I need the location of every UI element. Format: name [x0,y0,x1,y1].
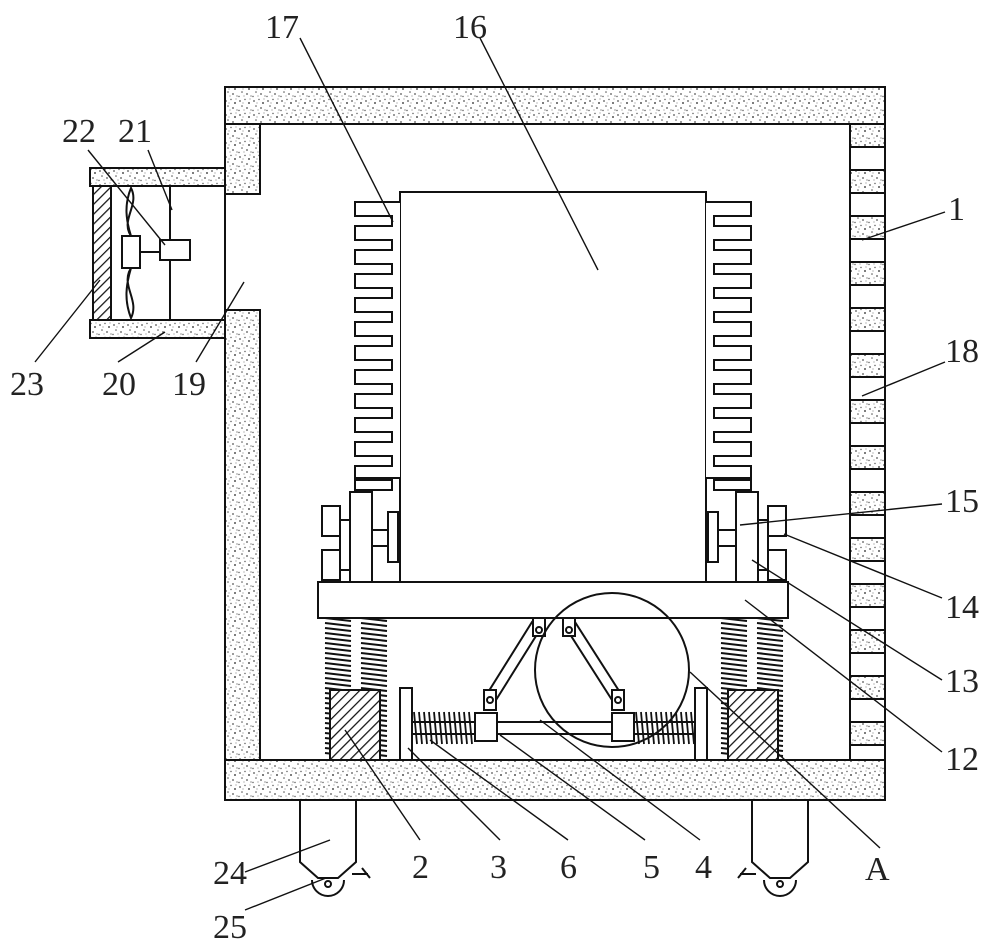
left-slider [474,712,498,742]
label-17: 17 [265,9,299,46]
right-stop-block [694,687,708,761]
label-4: 4 [695,849,712,886]
right-wall-vent-slots [849,123,886,761]
wall-segment [849,169,886,194]
left-spring-sleeve [329,689,381,761]
right-heat-sink [706,201,752,491]
left-heat-sink [354,201,400,491]
left-foot [299,799,371,897]
wall-segment [849,514,886,539]
label-20: 20 [102,366,136,403]
wall-segment [849,353,886,378]
heat-sink-fins [354,201,400,491]
label-5: 5 [643,849,660,886]
wall-segment [849,537,886,562]
wall-segment [849,744,886,761]
label-13: 13 [945,663,979,700]
linkage-arms [483,617,625,711]
wall-segment [849,721,886,746]
label-6: 6 [560,849,577,886]
rod-springs [413,711,695,745]
wall-segment [849,399,886,424]
wall-segment [849,123,886,148]
wall-segment [849,146,886,171]
support-springs [324,617,784,757]
left-stop-block [399,687,413,761]
part-labels: 17 16 1 18 15 14 13 12 A 4 5 6 3 2 24 25… [10,9,979,946]
label-2: 2 [412,849,429,886]
detail-circle-a [534,592,690,748]
label-22: 22 [62,113,96,150]
wall-segment [849,583,886,608]
heat-sink-fins [706,201,752,491]
wall-segment [849,284,886,309]
label-14: 14 [945,589,979,626]
leader-lines [34,37,946,911]
label-a: A [865,851,890,888]
label-25: 25 [213,909,247,946]
label-19: 19 [172,366,206,403]
main-component-box [399,191,707,583]
fan-duct [89,167,226,339]
wall-segment [849,652,886,677]
label-21: 21 [118,113,152,150]
wall-segment [849,192,886,217]
right-clamp [707,491,787,583]
label-18: 18 [945,333,979,370]
support-plate [317,581,789,619]
label-23: 23 [10,366,44,403]
rod-coil-spring [413,711,473,745]
label-12: 12 [945,741,979,778]
wall-segment [849,238,886,263]
wall-segment [849,698,886,723]
wall-segment [849,261,886,286]
label-1: 1 [948,191,965,228]
fan-assembly [121,185,191,321]
label-24: 24 [213,855,247,892]
label-16: 16 [453,9,487,46]
wall-segment [849,468,886,493]
wall-segment [849,606,886,631]
wall-segment [849,445,886,470]
wall-segment [849,307,886,332]
right-slider [611,712,635,742]
wall-segment [849,422,886,447]
left-clamp [321,491,399,583]
label-3: 3 [490,849,507,886]
right-foot [737,799,809,897]
wall-segment [849,215,886,240]
wall-segment [849,330,886,355]
side-opening [225,193,260,311]
right-spring-sleeve [727,689,779,761]
label-15: 15 [945,483,979,520]
wall-segment [849,675,886,700]
